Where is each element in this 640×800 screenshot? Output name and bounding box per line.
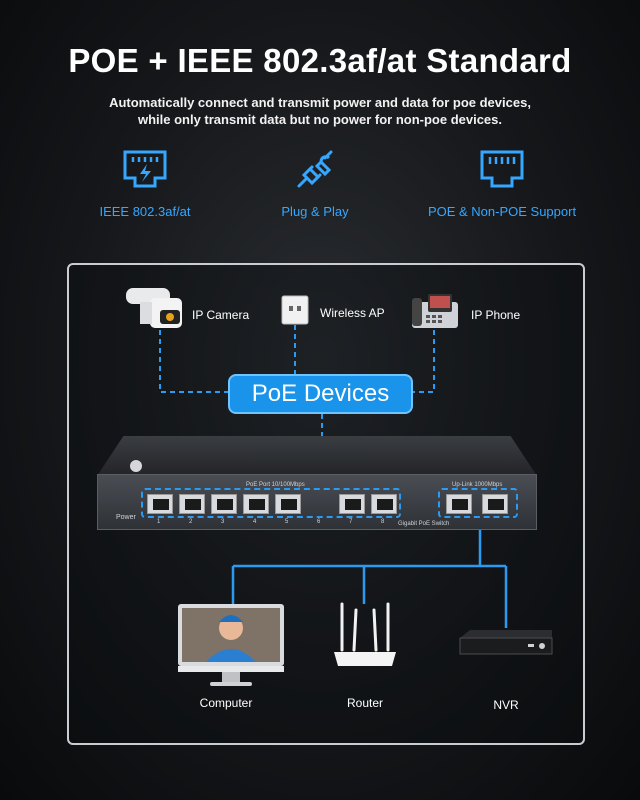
feature-poe-nonpoe: POE & Non-POE Support xyxy=(402,148,602,219)
logo-icon xyxy=(130,460,142,472)
feature-ieee: IEEE 802.3af/at xyxy=(45,148,245,219)
plug-icon xyxy=(297,150,333,188)
router-icon xyxy=(334,602,396,666)
poe-devices-label: PoE Devices xyxy=(228,374,413,414)
port-number: 2 xyxy=(189,519,193,525)
poe-port-3[interactable] xyxy=(211,494,237,514)
switch-top xyxy=(97,436,537,476)
poe-port-8[interactable] xyxy=(371,494,397,514)
port-number: 1 xyxy=(157,519,161,525)
poe-port-2[interactable] xyxy=(179,494,205,514)
wireless-ap-icon xyxy=(281,295,309,325)
poe-port-1[interactable] xyxy=(147,494,173,514)
port-numbers: 1 2 3 4 5 6 7 8 xyxy=(145,519,401,527)
poe-port-7[interactable] xyxy=(339,494,365,514)
uplink-port-group xyxy=(438,488,518,518)
port-number: 8 xyxy=(381,519,385,525)
nvr-icon xyxy=(459,630,553,655)
ethernet-port-icon xyxy=(480,150,524,188)
ip-camera-label: IP Camera xyxy=(192,308,250,322)
port-number: 5 xyxy=(285,519,289,525)
computer-label: Computer xyxy=(199,696,253,710)
port-number: 3 xyxy=(221,519,225,525)
port-number: 4 xyxy=(253,519,257,525)
subtitle-line-1: Automatically connect and transmit power… xyxy=(109,95,531,110)
feature-label: POE & Non-POE Support xyxy=(427,204,577,219)
uplink-port-1[interactable] xyxy=(446,494,472,514)
wireless-ap-label: Wireless AP xyxy=(320,306,385,320)
power-label: Power xyxy=(116,514,136,521)
router-label: Router xyxy=(346,696,384,710)
uplink-port-2[interactable] xyxy=(482,494,508,514)
port-number: 6 xyxy=(317,519,321,525)
poe-port-group xyxy=(141,488,401,518)
ip-camera-icon xyxy=(126,288,182,328)
ip-phone-label: IP Phone xyxy=(471,308,521,322)
page-title: POE + IEEE 802.3af/at Standard xyxy=(68,42,572,79)
feature-label: Plug & Play xyxy=(281,204,349,219)
poe-ports-label: PoE Port 10/100Mbps xyxy=(246,482,305,488)
subtitle-line-2: while only transmit data but no power fo… xyxy=(137,112,503,127)
nvr-label: NVR xyxy=(493,698,519,712)
feature-label: IEEE 802.3af/at xyxy=(99,204,191,219)
ethernet-power-icon xyxy=(123,150,167,188)
feature-plug-play: Plug & Play xyxy=(215,148,415,219)
model-label: Gigabit PoE Switch xyxy=(398,521,450,527)
ip-phone-icon xyxy=(412,294,458,328)
poe-port-4[interactable] xyxy=(243,494,269,514)
poe-port-5[interactable] xyxy=(275,494,301,514)
computer-icon xyxy=(178,604,284,686)
uplink-label: Up-Link 1000Mbps xyxy=(452,482,503,488)
port-number: 7 xyxy=(349,519,353,525)
page-subtitle: Automatically connect and transmit power… xyxy=(40,94,600,128)
